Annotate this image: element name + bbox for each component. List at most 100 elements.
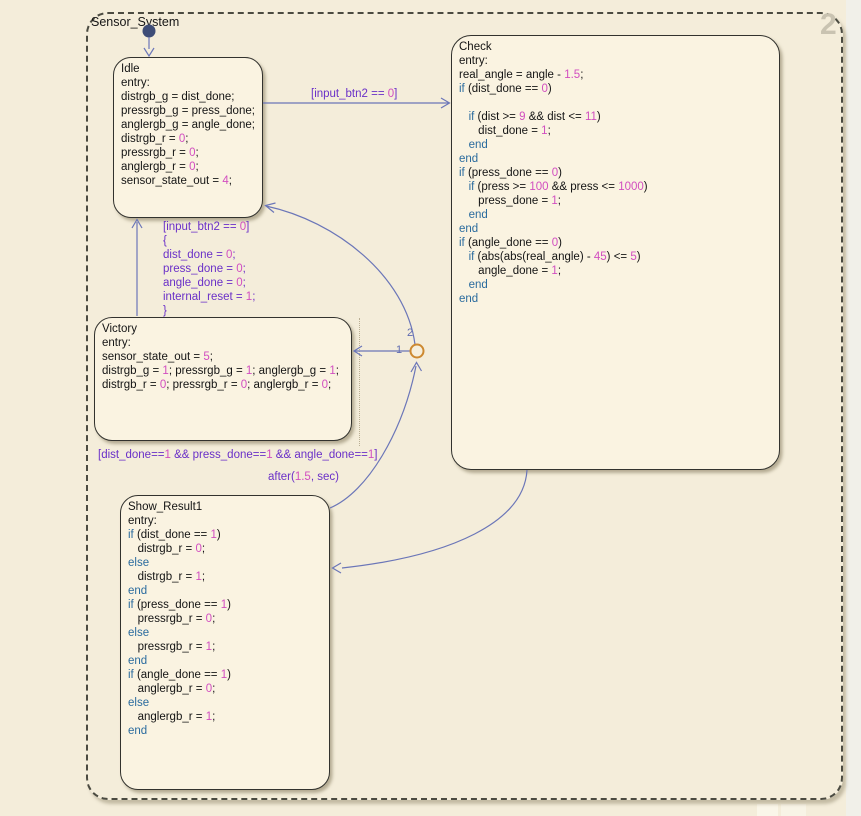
token: pressrgb_r = [121, 147, 190, 159]
token: if [459, 167, 465, 179]
text-line: entry: [459, 54, 772, 68]
token: ; [228, 175, 232, 187]
text-line: [input_btn2 == 0] [163, 220, 255, 234]
transition-label-after-timer[interactable]: after(1.5, sec) [268, 470, 339, 484]
chart-sensor-system-boundary[interactable] [86, 12, 843, 800]
token: sensor_state_out = [102, 351, 204, 363]
token: sensor_state_out = [121, 175, 223, 187]
token: 100 [529, 181, 549, 193]
token: if [128, 669, 134, 681]
token: ; pressrgb_g = [168, 365, 246, 377]
token: Victory [102, 323, 137, 335]
text-line: if (dist_done == 1) [128, 528, 322, 542]
token: ; [547, 125, 551, 137]
token [459, 111, 469, 123]
token: 5 [630, 251, 637, 263]
text-line: if (angle_done == 0) [459, 236, 772, 250]
token: ; [252, 291, 256, 303]
text-line: pressrgb_r = 1; [128, 640, 322, 654]
token: ; [212, 613, 216, 625]
token: dist_done = [459, 125, 542, 137]
token: 0 [240, 379, 248, 391]
token: end [468, 279, 488, 291]
text-line: else [128, 556, 322, 570]
transition-label-victory-to-idle[interactable]: [input_btn2 == 0]{dist_done = 0;press_do… [163, 220, 255, 318]
token: end [459, 153, 479, 165]
token: 1 [245, 291, 253, 303]
transition-order-1: 1 [396, 344, 403, 356]
chart-title: Sensor_System [91, 15, 180, 29]
text-line: if (press >= 100 && press <= 1000) [459, 180, 772, 194]
token: 1 [210, 529, 217, 541]
token: if [468, 251, 475, 263]
token: 1 [551, 195, 558, 207]
transition-label-idle-to-check[interactable]: [input_btn2 == 0] [311, 87, 397, 101]
token: ; pressrgb_r = [166, 379, 241, 391]
token: press_done = [459, 195, 552, 207]
token: 4 [222, 175, 229, 187]
token: distrgb_r = [121, 133, 179, 145]
token: (press >= [474, 181, 530, 193]
token: 0 [551, 167, 559, 179]
token: ; [557, 195, 561, 207]
token: { [163, 235, 167, 247]
token: 0 [178, 133, 186, 145]
token: pressrgb_g = press_done; [121, 105, 255, 117]
token: ; [185, 133, 189, 145]
token: after( [268, 471, 295, 483]
token: Idle [121, 63, 140, 75]
token: ; [242, 263, 246, 275]
scrollbar-corner-tile[interactable] [781, 804, 806, 816]
text-line: distrgb_r = 0; pressrgb_r = 0; anglergb_… [102, 378, 344, 392]
text-line: dist_done = 0; [163, 248, 255, 262]
token: pressrgb_r = [128, 641, 206, 653]
token: && press <= [548, 181, 619, 193]
token: 1.5 [564, 69, 581, 81]
text-line: { [163, 234, 255, 248]
token: dist_done = [163, 249, 226, 261]
token: if [468, 111, 475, 123]
token: anglergb_r = [128, 711, 206, 723]
token: entry: [128, 515, 157, 527]
text-line [459, 96, 772, 110]
token: Check [459, 41, 492, 53]
text-line: anglergb_r = 1; [128, 710, 322, 724]
text-line: Check [459, 40, 772, 54]
transition-label-junction-to-victory[interactable]: [dist_done==1 && press_done==1 && angle_… [98, 448, 377, 462]
token: else [128, 697, 150, 709]
token: 0 [225, 249, 233, 261]
token: 1 [195, 571, 202, 583]
token: anglergb_r = [121, 161, 190, 173]
text-line: pressrgb_r = 0; [121, 146, 255, 160]
token: ; [557, 265, 562, 277]
token: 1 [551, 265, 558, 277]
token: } [163, 305, 167, 317]
text-line: Show_Result1 [128, 500, 322, 514]
token: (dist_done == [464, 83, 542, 95]
token: if [459, 237, 465, 249]
token: [dist_done== [98, 449, 165, 461]
token: 1 [266, 449, 273, 461]
token: distrgb_r = [102, 379, 160, 391]
token: ) [227, 599, 231, 611]
token: anglergb_r = [128, 683, 206, 695]
token: 1 [245, 365, 253, 377]
text-line: press_done = 1; [459, 194, 772, 208]
token: ; [328, 379, 332, 391]
token: else [128, 627, 150, 639]
chart-page-number-watermark: 2 [820, 8, 837, 41]
token: distrgb_r = [128, 543, 196, 555]
token: 9 [519, 111, 526, 123]
scrollbar-corner-tile[interactable] [757, 804, 778, 816]
token: && press_done== [170, 449, 267, 461]
token: real_angle = angle - [459, 69, 565, 81]
token: ) [558, 167, 562, 179]
text-line: end [459, 152, 772, 166]
token: ) [547, 83, 552, 95]
token [459, 209, 469, 221]
token: ; [201, 571, 206, 583]
